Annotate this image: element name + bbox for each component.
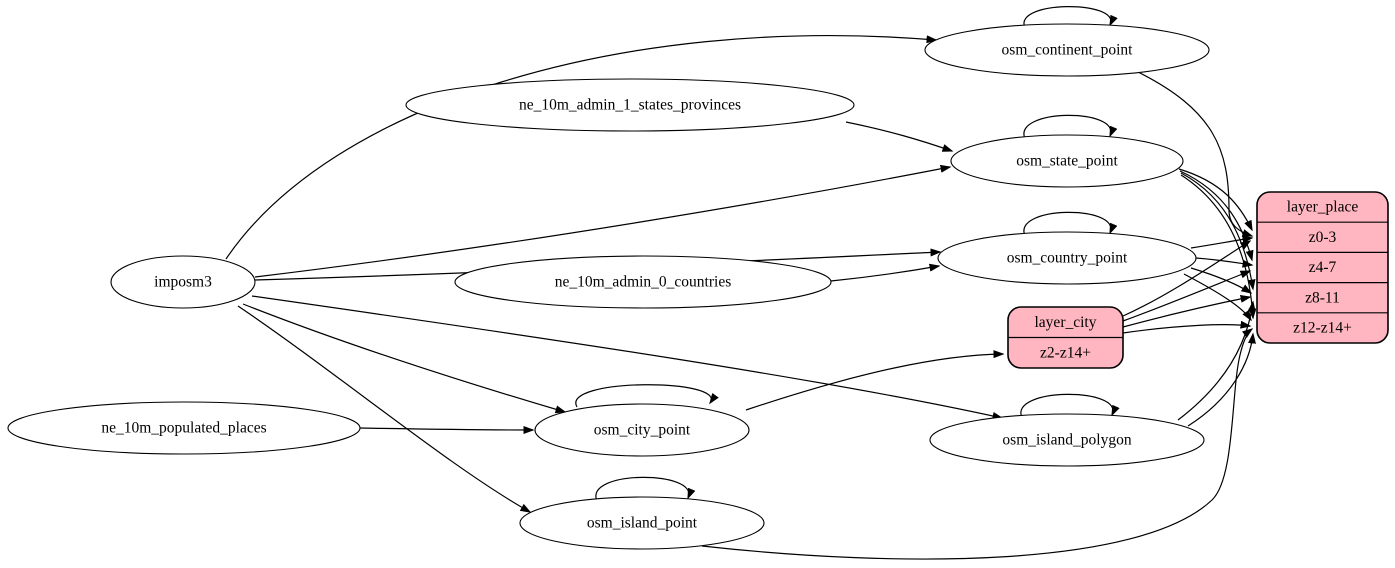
node-label-osm_island_polygon: osm_island_polygon — [1002, 432, 1131, 449]
edge-osm_state_point-to-layer_place:z4-7 — [1179, 170, 1254, 262]
node-osm_island_polygon: osm_island_polygon — [929, 413, 1205, 467]
self-loop-edge-osm_island_point — [595, 476, 696, 502]
node-imposm3: imposm3 — [110, 255, 256, 309]
node-label-osm_country_point: osm_country_point — [1007, 250, 1128, 267]
node-shape-ne_10m_populated_places — [7, 401, 361, 455]
edge-ne_10m_admin_1_states_provinces-to-osm_state_point — [845, 121, 954, 152]
node-shape-osm_country_point — [937, 231, 1197, 285]
node-label-osm_continent_point: osm_continent_point — [1002, 42, 1134, 59]
node-shape-osm_state_point — [950, 134, 1184, 188]
edge-osm_island_point-to-layer_place:z12-z14+ — [701, 328, 1254, 560]
edge-osm_country_point-to-layer_place:z4-7 — [1195, 257, 1254, 268]
node-label-imposm3: imposm3 — [154, 274, 212, 291]
record-row-layer_place-z8-11: z8-11 — [1305, 289, 1340, 306]
node-ne_10m_admin_1_states_provinces: ne_10m_admin_1_states_provinces — [405, 78, 855, 132]
record-title-layer_place: layer_place — [1287, 199, 1359, 216]
edge-layer_city-to-layer_place:z0-3 — [1122, 240, 1252, 317]
edge-osm_state_point-to-layer_place:z0-3 — [1178, 168, 1253, 232]
edge-layer_city-to-layer_place:z4-7 — [1122, 270, 1252, 322]
edge-osm_country_point-to-layer_place:z0-3 — [1190, 235, 1254, 249]
node-label-ne_10m_admin_0_countries: ne_10m_admin_0_countries — [555, 274, 732, 291]
self-loop-edge-osm_city_point — [575, 384, 719, 408]
node-ne_10m_admin_0_countries: ne_10m_admin_0_countries — [454, 255, 832, 309]
edge-ne_10m_admin_0_countries-to-osm_country_point — [830, 263, 941, 282]
node-shape-osm_island_point — [519, 496, 765, 550]
node-shape-osm_continent_point — [924, 23, 1210, 77]
node-shape-imposm3 — [110, 255, 256, 309]
record-layer_place: layer_place z0-3 z4-7 z8-11 z12-z14+ — [1256, 191, 1389, 344]
edge-osm_city_point-to-layer_city:z2-z14+ — [745, 350, 1005, 411]
node-osm_city_point: osm_city_point — [534, 403, 750, 457]
node-shape-osm_city_point — [534, 403, 750, 457]
node-label-osm_city_point: osm_city_point — [594, 422, 691, 439]
edges-layer — [225, 6, 1257, 560]
node-label-ne_10m_populated_places: ne_10m_populated_places — [101, 420, 266, 437]
record-row-layer_city-z2-z14+: z2-z14+ — [1040, 344, 1091, 361]
record-row-layer_place-z12-z14+: z12-z14+ — [1293, 319, 1352, 336]
record-title-layer_city: layer_city — [1035, 314, 1097, 331]
record-row-layer_place-z0-3: z0-3 — [1309, 229, 1337, 246]
record-layer_city: layer_city z2-z14+ — [1007, 306, 1124, 369]
edge-osm_continent_point-to-layer_place:z0-3 — [1135, 70, 1254, 237]
edge-imposm3-to-osm_island_point — [237, 305, 532, 513]
node-label-osm_state_point: osm_state_point — [1016, 153, 1118, 170]
edge-imposm3-to-osm_state_point — [254, 164, 952, 278]
edge-osm_island_polygon-to-layer_place:z12-z14+ — [1187, 332, 1256, 427]
nodes-layer: imposm3 ne_10m_admin_1_states_provincesne… — [7, 23, 1389, 550]
node-osm_continent_point: osm_continent_point — [924, 23, 1210, 77]
node-label-ne_10m_admin_1_states_provinces: ne_10m_admin_1_states_provinces — [519, 97, 741, 114]
edge-layer_city-to-layer_place:z12-z14+ — [1122, 320, 1252, 334]
record-shape-layer_place — [1256, 191, 1389, 344]
edge-ne_10m_populated_places-to-osm_city_point — [359, 425, 535, 434]
edge-imposm3-to-osm_island_polygon — [251, 295, 1004, 420]
self-loop-edge-osm_island_polygon — [1020, 393, 1120, 419]
self-loop-edge-osm_continent_point — [1023, 6, 1118, 29]
edge-imposm3-to-osm_continent_point — [225, 35, 938, 260]
node-osm_state_point: osm_state_point — [950, 134, 1184, 188]
edge-osm_country_point-to-layer_place:z8-11 — [1190, 267, 1253, 294]
node-label-osm_island_point: osm_island_point — [587, 515, 698, 532]
node-shape-ne_10m_admin_1_states_provinces — [405, 78, 855, 132]
node-shape-ne_10m_admin_0_countries — [454, 255, 832, 309]
self-loop-edge-osm_country_point — [1023, 211, 1118, 237]
node-ne_10m_populated_places: ne_10m_populated_places — [7, 401, 361, 455]
node-osm_country_point: osm_country_point — [937, 231, 1197, 285]
edge-layer_city-to-layer_place:z8-11 — [1122, 294, 1252, 328]
node-shape-osm_island_polygon — [929, 413, 1205, 467]
self-loop-edge-osm_state_point — [1023, 114, 1118, 140]
edge-osm_country_point-to-layer_place:z12-z14+ — [1183, 273, 1252, 322]
edge-imposm3-to-osm_city_point — [242, 303, 567, 414]
record-row-layer_place-z4-7: z4-7 — [1309, 259, 1337, 276]
node-osm_island_point: osm_island_point — [519, 496, 765, 550]
edge-osm_island_polygon-to-layer_place:z8-11 — [1177, 300, 1256, 421]
